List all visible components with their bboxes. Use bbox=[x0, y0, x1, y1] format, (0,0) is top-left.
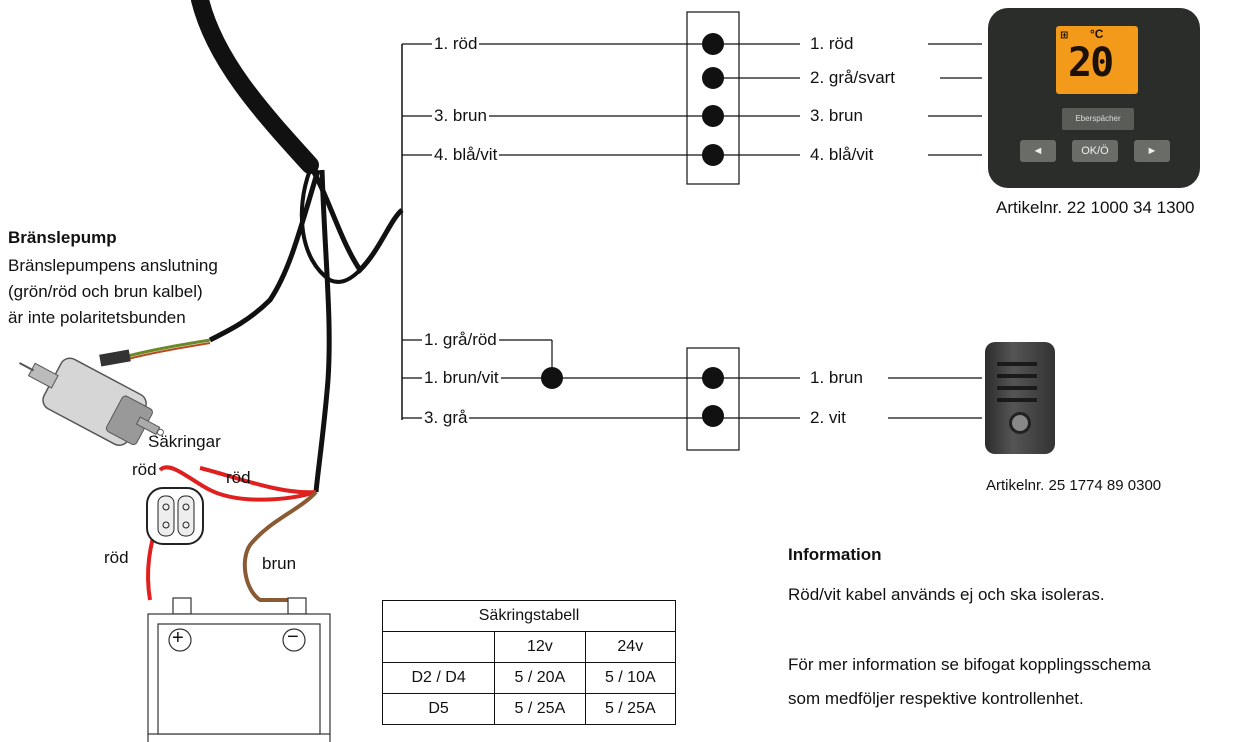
bottom-left-label-2: 1. brun/vit bbox=[422, 368, 501, 388]
brown-wire-label: brun bbox=[262, 554, 297, 573]
fuse-wire-label-3: röd bbox=[104, 548, 129, 567]
pump-line-2: (grön/röd och brun kalbel) bbox=[8, 282, 203, 301]
top-right-label-1: 1. röd bbox=[808, 34, 856, 54]
fuse-holder-drawing bbox=[146, 487, 204, 545]
controller-article: Artikelnr. 22 1000 34 1300 bbox=[996, 198, 1195, 217]
bottom-connector-pins bbox=[702, 367, 724, 427]
bottom-right-label-1: 1. brun bbox=[808, 368, 865, 388]
fuse-table-cell: 5 / 25A bbox=[494, 693, 586, 725]
pump-line-3: är inte polaritetsbunden bbox=[8, 308, 186, 327]
info-line-3: För mer information se bifogat kopplings… bbox=[788, 655, 1151, 674]
info-line-1: Röd/vit kabel används ej och ska isolera… bbox=[788, 585, 1105, 604]
pump-title: Bränslepump bbox=[8, 228, 117, 247]
fuse-table-header-0 bbox=[381, 631, 496, 663]
top-left-label-3: 4. blå/vit bbox=[432, 145, 500, 165]
info-title: Information bbox=[788, 545, 882, 564]
top-right-label-2: 2. grå/svart bbox=[808, 68, 898, 88]
battery-drawing bbox=[147, 597, 331, 742]
fuse-table-cell: 5 / 20A bbox=[494, 662, 586, 694]
top-right-label-3: 3. brun bbox=[808, 106, 865, 126]
lcd-value: 20 bbox=[1068, 40, 1114, 86]
fuse-table-cell: D2 / D4 bbox=[381, 662, 496, 694]
splice-dot bbox=[541, 367, 563, 389]
top-left-label-1: 1. röd bbox=[432, 34, 480, 54]
bottom-connector-box bbox=[686, 347, 740, 451]
fuse-table-cell: 5 / 25A bbox=[584, 693, 677, 725]
top-left-label-2: 3. brun bbox=[432, 106, 489, 126]
controller-left-button: ◄ bbox=[1020, 140, 1056, 162]
red-wire-top2 bbox=[199, 466, 317, 495]
pump-line-1: Bränslepumpens anslutning bbox=[8, 256, 218, 275]
bottom-left-label-1: 1. grå/röd bbox=[422, 330, 499, 350]
fuse-table: Säkringstabell 12v 24v D2 / D4 5 / 20A 5… bbox=[381, 600, 677, 725]
sensor-article: Artikelnr. 25 1774 89 0300 bbox=[986, 477, 1162, 494]
fuses-title: Säkringar bbox=[148, 432, 221, 451]
lcd-unit: °C bbox=[1090, 27, 1104, 41]
lcd-symbol: ⊞ bbox=[1060, 30, 1069, 41]
controller-ok-button: OK/Ö bbox=[1072, 140, 1118, 162]
fuse-wire-label-2: röd bbox=[226, 468, 251, 487]
fuse-wire-label-1: röd bbox=[132, 460, 157, 479]
bottom-left-label-3: 3. grå bbox=[422, 408, 470, 428]
fuse-table-cell: 5 / 10A bbox=[584, 662, 677, 694]
top-group-lines bbox=[402, 43, 982, 156]
controller-right-button: ► bbox=[1134, 140, 1170, 162]
info-line-4: som medföljer respektive kontrollenhet. bbox=[788, 689, 1084, 708]
cable-branch-down bbox=[313, 169, 332, 493]
sensor-knob bbox=[1009, 412, 1031, 434]
temperature-sensor bbox=[985, 342, 1055, 454]
fuse-table-header-1: 12v bbox=[494, 631, 586, 663]
fuse-table-cell: D5 bbox=[381, 693, 496, 725]
cable-loop bbox=[299, 169, 387, 284]
fuse-table-header-2: 24v bbox=[584, 631, 677, 663]
bottom-right-label-2: 2. vit bbox=[808, 408, 848, 428]
brown-wire bbox=[242, 490, 318, 602]
main-cable bbox=[191, 0, 319, 174]
battery-minus: − bbox=[287, 626, 299, 648]
fuel-pump-drawing bbox=[19, 338, 211, 447]
controller-lcd bbox=[1056, 26, 1138, 94]
cable-branch-pump bbox=[208, 169, 321, 343]
controller-brand: Eberspächer bbox=[1062, 108, 1134, 130]
fuse-table-title: Säkringstabell bbox=[382, 600, 676, 632]
battery-plus: + bbox=[172, 627, 184, 649]
red-wire-top bbox=[158, 465, 317, 502]
top-connector-box bbox=[686, 11, 740, 185]
top-right-label-4: 4. blå/vit bbox=[808, 145, 876, 165]
top-connector-pins bbox=[702, 33, 724, 166]
